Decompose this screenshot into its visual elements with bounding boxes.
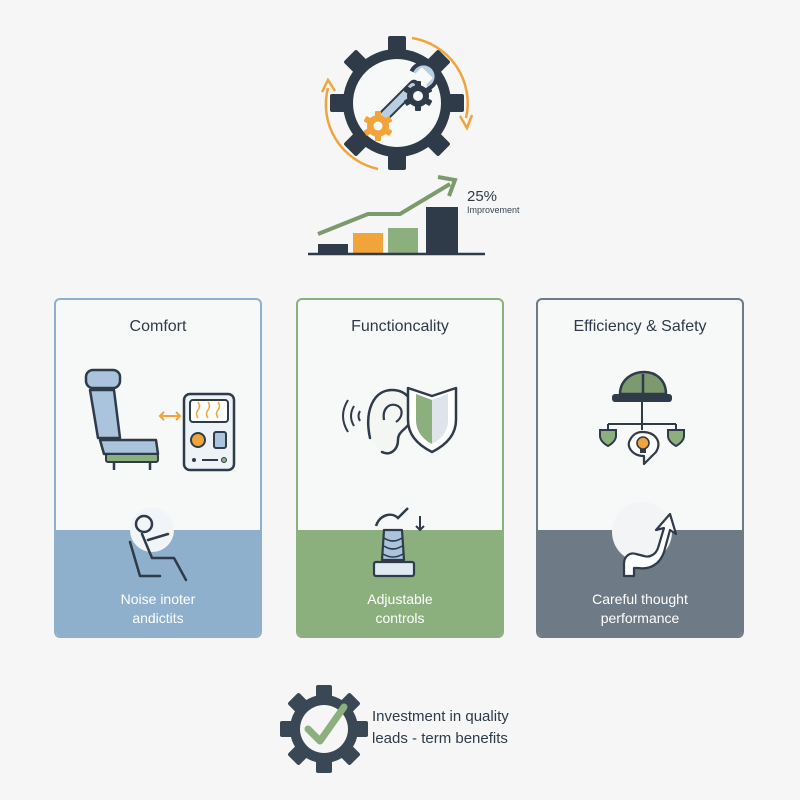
card-functionality-illustration xyxy=(342,386,458,455)
reclining-person-icon xyxy=(128,508,188,582)
climate-control-panel-icon xyxy=(182,392,236,472)
card-comfort: Comfort xyxy=(54,298,262,638)
growth-arrow-icon xyxy=(612,502,678,578)
seat-icon xyxy=(84,368,160,470)
footer-line1: Investment in quality xyxy=(372,708,509,725)
gear-wrench-icon xyxy=(320,36,474,171)
footer-line2: leads - term benefits xyxy=(372,730,508,747)
card-caption-line1: Adjustable xyxy=(367,591,433,607)
joystick-icon xyxy=(372,507,425,578)
ear-icon xyxy=(367,388,415,455)
card-title: Efficiency & Safety xyxy=(573,318,707,335)
card-caption-line2: controls xyxy=(375,610,425,626)
card-comfort-illustration xyxy=(84,368,236,472)
card-caption-line1: Noise inoter xyxy=(120,591,196,607)
improvement-stat: 25% Improvement xyxy=(467,188,520,215)
card-title: Comfort xyxy=(129,318,187,335)
card-caption: Adjustable controls xyxy=(308,590,492,628)
stat-value: 25% xyxy=(467,188,498,205)
card-caption-line1: Careful thought xyxy=(592,591,688,607)
card-efficiency-safety: Efficiency & Safety Careful thought perf… xyxy=(536,298,744,638)
gear-check-icon xyxy=(280,685,368,773)
card-caption: Noise inoter andictits xyxy=(66,590,250,628)
hero-illustration xyxy=(308,36,485,256)
lightbulb-icon xyxy=(627,430,660,466)
card-caption: Careful thought performance xyxy=(548,590,732,628)
bar-growth-chart-icon xyxy=(308,175,485,256)
sound-waves-icon xyxy=(342,399,361,433)
card-efficiency-illustration xyxy=(599,370,685,466)
shield-icon xyxy=(406,386,458,454)
card-title: Functioncality xyxy=(351,318,449,335)
card-functionality: Functioncality Adjustable controls xyxy=(296,298,504,638)
footer-message: Investment in quality leads - term benef… xyxy=(372,706,509,750)
card-caption-line2: performance xyxy=(600,610,680,626)
stat-label: Improvement xyxy=(467,204,520,215)
card-caption-line2: andictits xyxy=(132,610,184,626)
hard-hat-icon xyxy=(612,370,672,402)
